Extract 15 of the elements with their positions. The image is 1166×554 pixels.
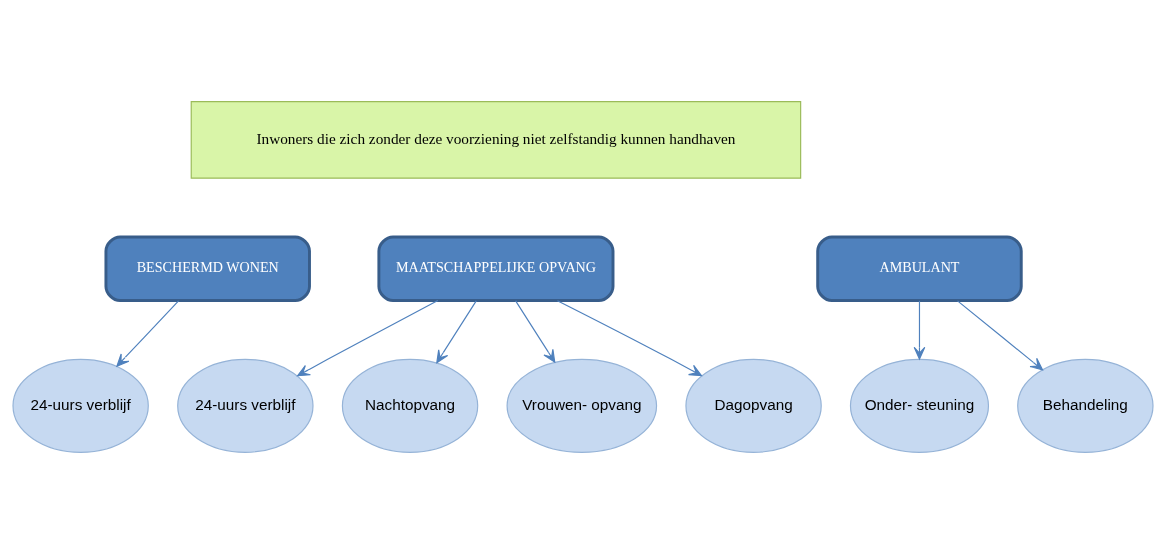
node-box: Inwoners die zich zonder deze voorziening niet zelfstandig kunnen handhaven [190,101,802,179]
node-box: AMBULANT [816,235,1023,302]
arrow [436,300,477,364]
node-ellipse: Nachtopvang [341,358,479,453]
arrow [913,300,926,360]
arrow [956,300,1044,371]
arrow [296,299,439,377]
node-ellipse: 24-uurs verblijf [12,358,149,453]
node-ellipse: Vrouwen- opvang [506,358,658,453]
node-ellipse: Onder- steuning [849,358,990,453]
arrow [556,300,703,377]
arrow [515,300,556,363]
node-box: BESCHERMD WONEN [104,235,311,302]
arrow [116,300,180,367]
node-box: MAATSCHAPPELIJKE OPVANG [377,235,615,302]
